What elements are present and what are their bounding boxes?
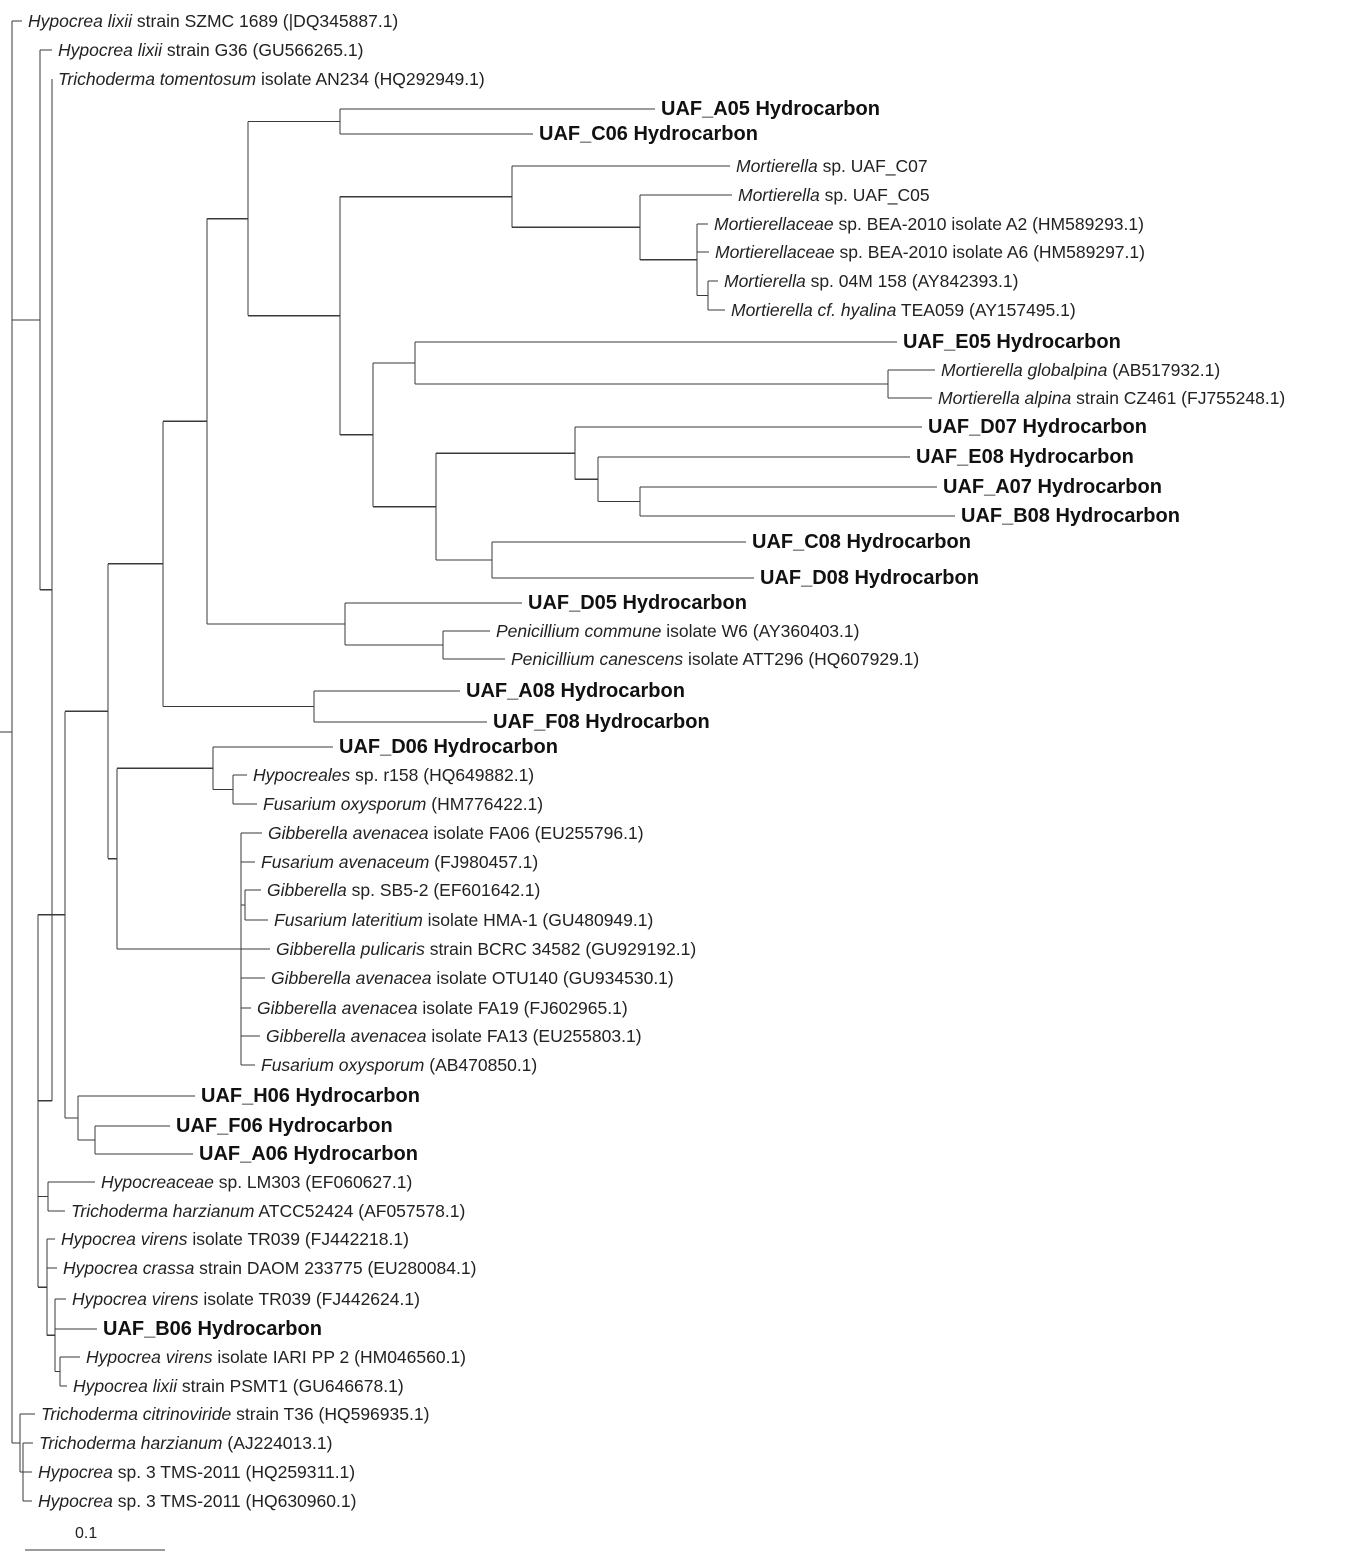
taxon-label: Hypocrea lixii strain G36 (GU566265.1): [58, 40, 363, 60]
sample-label: UAF_E08 Hydrocarbon: [916, 446, 1134, 468]
sample-label: UAF_A06 Hydrocarbon: [199, 1143, 418, 1165]
taxon-label: Mortierella sp. 04M 158 (AY842393.1): [724, 271, 1018, 291]
taxon-label: Gibberella avenacea isolate OTU140 (GU93…: [271, 968, 674, 988]
sample-label: UAF_D05 Hydrocarbon: [528, 592, 747, 614]
sample-label: UAF_F08 Hydrocarbon: [493, 711, 710, 733]
taxon-label: Trichoderma tomentosum isolate AN234 (HQ…: [58, 69, 485, 89]
taxon-label: Mortierella globalpina (AB517932.1): [941, 360, 1220, 380]
taxon-label: Penicillium commune isolate W6 (AY360403…: [496, 621, 859, 641]
taxon-label: Mortierellaceae sp. BEA-2010 isolate A6 …: [715, 242, 1145, 262]
taxon-label: Hypocreales sp. r158 (HQ649882.1): [253, 765, 534, 785]
sample-label: UAF_D06 Hydrocarbon: [339, 736, 558, 758]
sample-label: UAF_D08 Hydrocarbon: [760, 567, 979, 589]
taxon-label: Fusarium oxysporum (AB470850.1): [261, 1055, 537, 1075]
sample-label: UAF_H06 Hydrocarbon: [201, 1085, 420, 1107]
taxon-label: Hypocrea virens isolate IARI PP 2 (HM046…: [86, 1347, 466, 1367]
taxon-label: Mortierella sp. UAF_C05: [738, 185, 930, 206]
taxon-label: Trichoderma citrinoviride strain T36 (HQ…: [41, 1404, 429, 1424]
sample-label: UAF_E05 Hydrocarbon: [903, 331, 1121, 353]
taxon-label: Mortierella cf. hyalina TEA059 (AY157495…: [731, 300, 1076, 320]
taxon-label: Gibberella avenacea isolate FA13 (EU2558…: [266, 1026, 642, 1046]
taxon-label: Gibberella pulicaris strain BCRC 34582 (…: [276, 939, 696, 959]
sample-label: UAF_A07 Hydrocarbon: [943, 476, 1162, 498]
taxon-label: Mortierellaceae sp. BEA-2010 isolate A2 …: [714, 214, 1144, 234]
taxon-label: Hypocrea sp. 3 TMS-2011 (HQ630960.1): [38, 1491, 356, 1511]
taxon-label: Penicillium canescens isolate ATT296 (HQ…: [511, 649, 919, 669]
taxon-label: Mortierella alpina strain CZ461 (FJ75524…: [938, 388, 1285, 408]
taxon-label: Fusarium oxysporum (HM776422.1): [263, 794, 543, 814]
sample-label: UAF_F06 Hydrocarbon: [176, 1115, 393, 1137]
sample-label: UAF_C06 Hydrocarbon: [539, 123, 758, 145]
taxon-label: Gibberella avenacea isolate FA19 (FJ6029…: [257, 998, 628, 1018]
taxon-label: Hypocrea virens isolate TR039 (FJ442218.…: [61, 1229, 409, 1249]
scale-bar-label: 0.1: [75, 1525, 97, 1542]
taxon-label: Trichoderma harzianum ATCC52424 (AF05757…: [71, 1201, 465, 1221]
sample-label: UAF_A05 Hydrocarbon: [661, 98, 880, 120]
taxon-label: Hypocreaceae sp. LM303 (EF060627.1): [101, 1172, 412, 1192]
taxon-label: Fusarium lateritium isolate HMA-1 (GU480…: [274, 910, 653, 930]
sample-label: UAF_A08 Hydrocarbon: [466, 680, 685, 702]
taxon-label: Gibberella sp. SB5-2 (EF601642.1): [267, 880, 540, 900]
taxon-label: Fusarium avenaceum (FJ980457.1): [261, 852, 538, 872]
leaf-labels: Hypocrea lixii strain SZMC 1689 (|DQ3458…: [28, 11, 1285, 1511]
sample-label: UAF_B08 Hydrocarbon: [961, 505, 1180, 527]
taxon-label: Hypocrea lixii strain SZMC 1689 (|DQ3458…: [28, 11, 398, 31]
taxon-label: Hypocrea crassa strain DAOM 233775 (EU28…: [63, 1258, 476, 1278]
taxon-label: Trichoderma harzianum (AJ224013.1): [39, 1433, 332, 1453]
sample-label: UAF_B06 Hydrocarbon: [103, 1318, 322, 1340]
sample-label: UAF_D07 Hydrocarbon: [928, 416, 1147, 438]
taxon-label: Hypocrea sp. 3 TMS-2011 (HQ259311.1): [38, 1462, 355, 1482]
tree-branches: [0, 20, 955, 1502]
taxon-label: Hypocrea virens isolate TR039 (FJ442624.…: [72, 1289, 420, 1309]
taxon-label: Hypocrea lixii strain PSMT1 (GU646678.1): [73, 1376, 404, 1396]
taxon-label: Mortierella sp. UAF_C07: [736, 156, 928, 177]
taxon-label: Gibberella avenacea isolate FA06 (EU2557…: [268, 823, 644, 843]
scale-bar: 0.1: [25, 1525, 165, 1551]
sample-label: UAF_C08 Hydrocarbon: [752, 531, 971, 553]
